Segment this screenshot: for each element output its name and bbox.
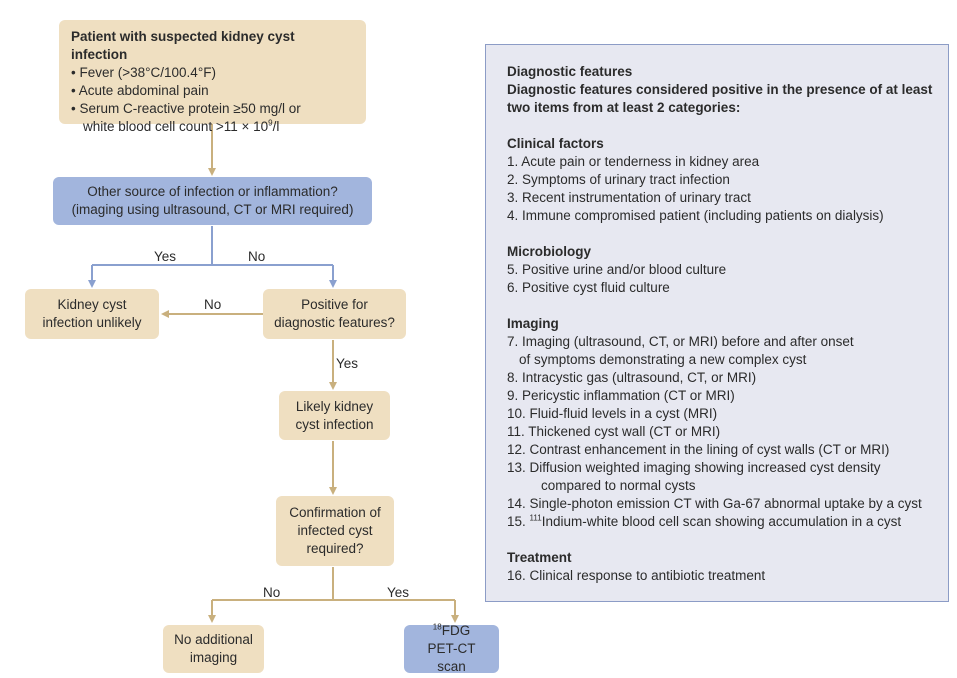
positive-features-node: Positive for diagnostic features? — [263, 289, 406, 339]
unlikely-line2: infection unlikely — [42, 315, 142, 330]
petct-sup: 18 — [432, 622, 442, 632]
microbiology-heading: Microbiology — [507, 244, 591, 259]
imaging-item: 8. Intracystic gas (ultrasound, CT, or M… — [507, 370, 757, 385]
imaging-item: 15. 111Indium-white blood cell scan show… — [507, 513, 936, 531]
positive-line1: Positive for — [301, 297, 368, 312]
connector-confirmation-split — [212, 567, 455, 601]
imaging-item-continued: of symptoms demonstrating a new complex … — [519, 352, 807, 367]
likely-line1: Likely kidney — [295, 398, 374, 414]
imaging-item-continued: compared to normal cysts — [541, 478, 696, 493]
label-no-other-source: No — [248, 249, 266, 264]
petct-line2: PET-CT scan — [427, 641, 476, 674]
imaging-item: 14. Single-photon emission CT with Ga-67… — [507, 496, 922, 511]
microbiology-item: 6. Positive cyst fluid culture — [507, 280, 670, 295]
other-source-line2: (imaging using ultrasound, CT or MRI req… — [71, 202, 354, 217]
imaging-item: 7. Imaging (ultrasound, CT, or MRI) befo… — [507, 334, 854, 349]
treatment-heading: Treatment — [507, 550, 572, 565]
clinical-item: 3. Recent instrumentation of urinary tra… — [507, 190, 751, 205]
start-title: Patient with suspected kidney cyst infec… — [71, 29, 295, 62]
clinical-item: 4. Immune compromised patient (including… — [507, 208, 884, 223]
petct-fdg: FDG — [441, 623, 471, 638]
confirmation-line1: Confirmation of — [289, 505, 381, 520]
clinical-item: 1. Acute pain or tenderness in kidney ar… — [507, 154, 760, 169]
label-yes-positive: Yes — [336, 356, 359, 371]
label-yes-confirmation: Yes — [387, 585, 410, 600]
imaging-item: 13. Diffusion weighted imaging showing i… — [507, 460, 881, 475]
unlikely-line1: Kidney cyst — [57, 297, 127, 312]
item15-prefix: 15. — [507, 514, 530, 529]
features-subheading: Diagnostic features considered positive … — [507, 82, 933, 97]
item15-sup: 111 — [529, 513, 542, 523]
positive-line2: diagnostic features? — [274, 315, 395, 330]
features-heading: Diagnostic features — [507, 64, 633, 79]
label-no-positive: No — [204, 297, 222, 312]
diagnostic-features-panel: Diagnostic features Diagnostic features … — [485, 44, 949, 602]
petct-node: 18FDG PET-CT scan — [404, 622, 499, 674]
start-item: white blood cell count >11 × 109/l — [83, 118, 280, 134]
imaging-item: 11. Thickened cyst wall (CT or MRI) — [507, 424, 721, 439]
clinical-heading: Clinical factors — [507, 136, 604, 151]
microbiology-item: 5. Positive urine and/or blood culture — [507, 262, 727, 277]
petct-line1: 18FDG — [433, 622, 470, 640]
features-subheading: two items from at least 2 categories: — [507, 100, 741, 115]
confirmation-line2: infected cyst — [297, 523, 373, 538]
start-node: Patient with suspected kidney cyst infec… — [59, 20, 366, 134]
confirmation-node: Confirmation of infected cyst required? — [276, 496, 394, 566]
other-source-line1: Other source of infection or inflammatio… — [87, 184, 338, 199]
item15-text: Indium-white blood cell scan showing acc… — [541, 514, 902, 529]
no-imaging-node: No additional imaging — [163, 625, 264, 673]
no-imaging-line1: No additional — [174, 632, 253, 647]
likely-infection-node: Likely kidney cyst infection — [279, 391, 390, 440]
unlikely-node: Kidney cyst infection unlikely — [25, 289, 159, 339]
label-no-confirmation: No — [263, 585, 281, 600]
likely-line2: cyst infection — [295, 416, 374, 432]
no-imaging-line2: imaging — [189, 650, 238, 665]
imaging-item: 12. Contrast enhancement in the lining o… — [507, 442, 890, 457]
imaging-item: 9. Pericystic inflammation (CT or MRI) — [507, 388, 735, 403]
imaging-item: 10. Fluid-fluid levels in a cyst (MRI) — [507, 406, 718, 421]
confirmation-line3: required? — [306, 541, 364, 556]
start-item: • Acute abdominal pain — [71, 83, 209, 98]
start-item: • Serum C-reactive protein ≥50 mg/l or — [71, 101, 301, 116]
start-item: • Fever (>38°C/100.4°F) — [71, 65, 216, 80]
connector-other-source-split — [92, 226, 333, 266]
label-yes-other-source: Yes — [154, 249, 177, 264]
other-source-node: Other source of infection or inflammatio… — [53, 177, 372, 225]
clinical-item: 2. Symptoms of urinary tract infection — [507, 172, 730, 187]
imaging-heading: Imaging — [507, 316, 559, 331]
treatment-item: 16. Clinical response to antibiotic trea… — [507, 568, 766, 583]
